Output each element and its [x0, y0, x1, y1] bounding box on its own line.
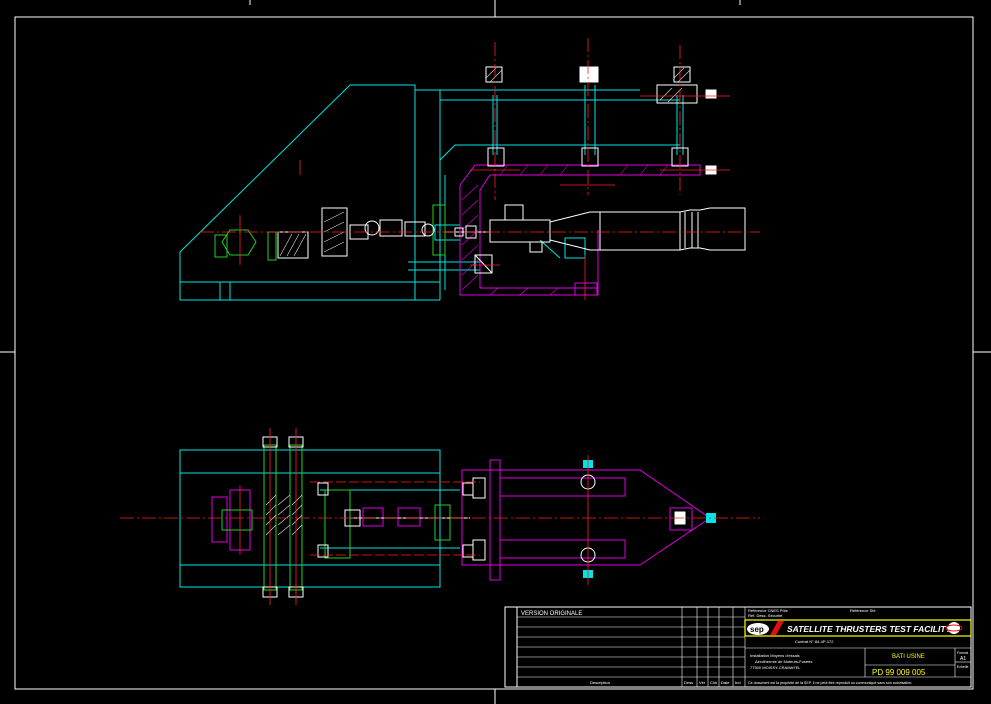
project-banner: [744, 619, 972, 637]
revision-col-ver: Vér: [699, 680, 706, 685]
green-parts: [214, 204, 446, 261]
cyan-support-frame: [179, 84, 684, 301]
location-line-1: Aérothermie de Moteurs-Fusées: [755, 659, 812, 664]
plan-view: [120, 428, 760, 605]
scale-label: Echelle: [957, 665, 969, 669]
project-title: SATELLITE THRUSTERS TEST FACILITY: [787, 624, 953, 634]
title-block: VERSION ORIGINALE Description Dess Vér C…: [504, 606, 972, 688]
footer-note: Ce document est la propriété de la SEP. …: [748, 681, 912, 685]
revision-label: VERSION ORIGINALE: [521, 611, 582, 617]
sep-logo-text: sep: [750, 625, 764, 634]
cnes-logo-ring: [945, 624, 963, 632]
sheet-format-label: Format: [957, 651, 968, 655]
ref-line-1: Référence CNES Pôle: [748, 608, 789, 613]
revision-col-chk: Chk: [710, 680, 717, 685]
revision-col-description: Description: [590, 680, 610, 685]
thruster-assembly: [474, 204, 746, 274]
drawing-title: BATI USINE: [892, 654, 925, 660]
weldment-hatching: [461, 164, 669, 296]
column-hatching: [265, 494, 303, 536]
mechanism-hatching: [279, 211, 345, 257]
drawing-number: PD 99 009 005: [872, 668, 926, 677]
cnes-logo: [948, 622, 960, 634]
ref-line-3: Référence Sté: [850, 608, 876, 613]
magenta-weldment: [459, 164, 701, 296]
revision-col-dess: Dess: [684, 680, 693, 685]
revision-col-ind: Ind: [735, 680, 741, 685]
sep-logo-flame: [770, 621, 784, 635]
facility-line: Installation Moyens d'essais: [750, 653, 800, 658]
location-line-2: 77500 MOISSY-CRAMAYEL: [750, 665, 801, 670]
plan-centerlines: [120, 428, 760, 605]
elevation-view: [179, 38, 760, 301]
elevation-centerlines: [200, 38, 760, 300]
sheet-format-value: A1: [960, 656, 966, 662]
revision-col-date: Date: [721, 680, 730, 685]
ref-line-2: Réf. Dess. Sécurité: [748, 613, 783, 618]
contract-line: Contrat N° 84-4P-172: [795, 639, 834, 644]
sep-logo: [747, 623, 769, 635]
